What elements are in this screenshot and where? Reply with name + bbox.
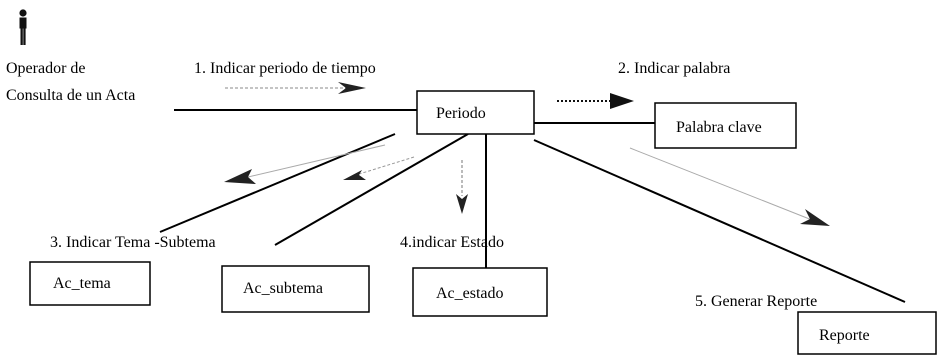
- message-arrow-3a: [247, 144, 386, 178]
- object-ac-estado: Ac_estado: [412, 267, 548, 317]
- arrow-head-2: [610, 93, 634, 109]
- association-lines: [159, 109, 906, 303]
- link-periodo-reporte: [533, 139, 906, 303]
- object-periodo: Periodo: [416, 90, 535, 135]
- link-periodo-subtema: [274, 133, 469, 246]
- arrow-head-5: [800, 209, 830, 226]
- arrow-head-3b: [343, 170, 366, 180]
- box-label-reporte: Reporte: [819, 327, 870, 344]
- object-ac-tema: Ac_tema: [29, 261, 151, 306]
- arrow-head-1: [338, 82, 366, 94]
- message-arrow-3b: [355, 156, 415, 176]
- person-icon: [19, 9, 27, 45]
- box-label-palabra-clave: Palabra clave: [676, 119, 762, 136]
- arrow-head-4: [456, 194, 468, 214]
- object-ac-subtema: Ac_subtema: [221, 265, 370, 313]
- message-label-5: 5. Generar Reporte: [695, 293, 817, 310]
- message-label-1: 1. Indicar periodo de tiempo: [194, 60, 376, 77]
- message-label-4: 4.indicar Estado: [400, 234, 504, 251]
- message-label-2: 2. Indicar palabra: [618, 60, 730, 77]
- arrow-head-3a: [224, 169, 256, 184]
- message-arrow-5: [629, 147, 813, 221]
- box-label-periodo: Periodo: [436, 105, 486, 122]
- actor-name-line2: Consulta de un Acta: [6, 87, 135, 104]
- actor-name-line1: Operador de: [6, 60, 86, 77]
- link-periodo-tema: [159, 133, 396, 233]
- box-label-ac-estado: Ac_estado: [436, 285, 504, 302]
- message-label-3: 3. Indicar Tema -Subtema: [50, 234, 216, 251]
- message-arrows: [224, 82, 830, 226]
- object-reporte: Reporte: [797, 311, 937, 355]
- box-label-ac-subtema: Ac_subtema: [243, 280, 323, 297]
- box-label-ac-tema: Ac_tema: [53, 275, 111, 292]
- object-palabra-clave: Palabra clave: [654, 102, 797, 149]
